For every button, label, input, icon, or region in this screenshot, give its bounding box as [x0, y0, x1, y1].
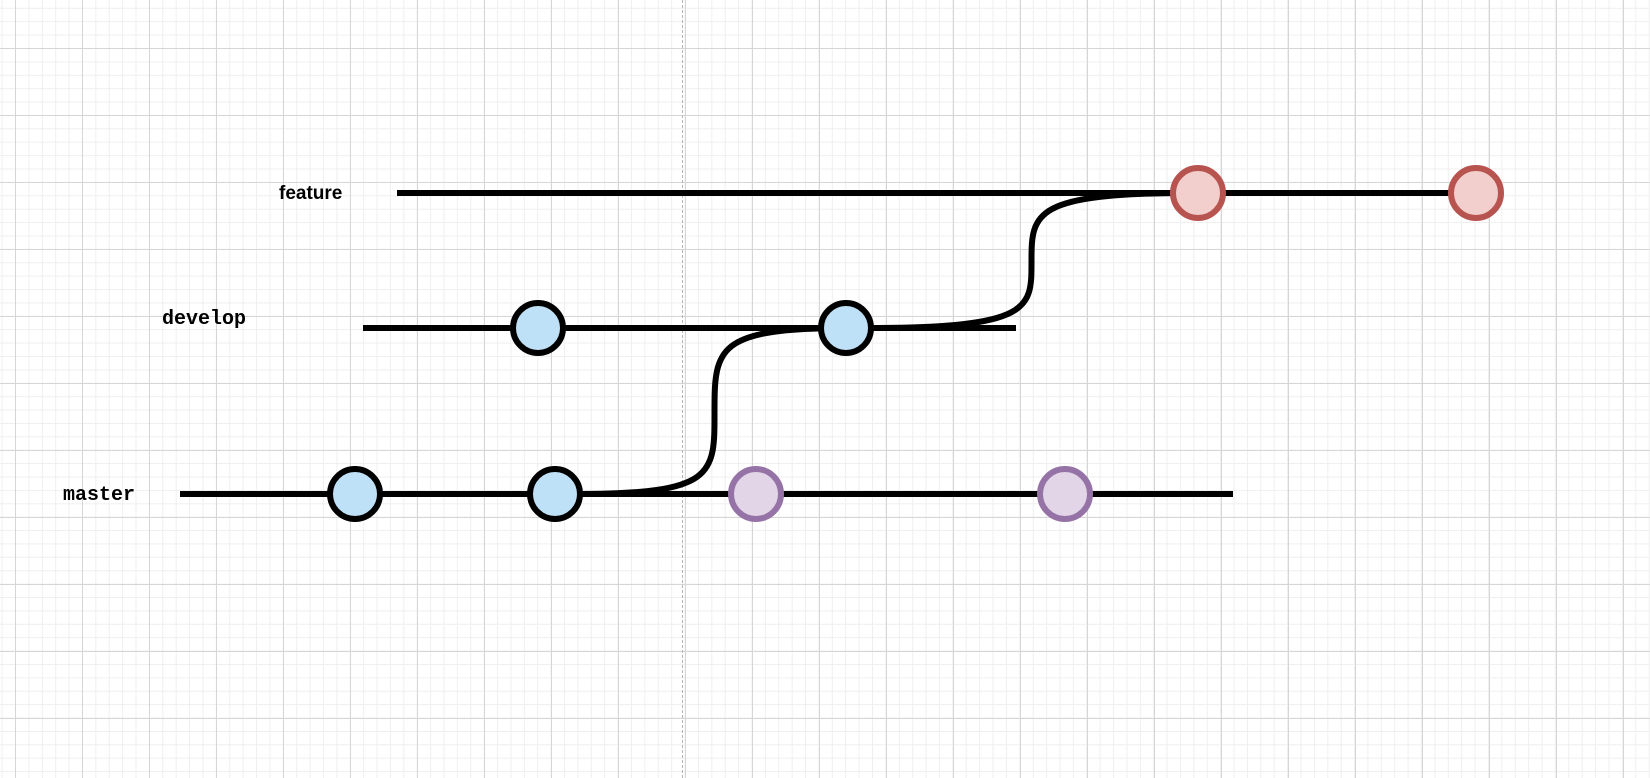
commit-node-develop-2[interactable] [818, 300, 874, 356]
commit-node-feature-1[interactable] [1170, 165, 1226, 221]
branch-label-develop: develop [162, 308, 247, 331]
commit-node-master-2[interactable] [527, 466, 583, 522]
page-guide-line [682, 0, 683, 778]
merge-curve-develop-feature [867, 190, 1192, 331]
commit-node-develop-1[interactable] [510, 300, 566, 356]
branch-label-feature: feature [279, 183, 343, 204]
commit-node-feature-2[interactable] [1448, 165, 1504, 221]
branch-label-master: master [63, 484, 136, 507]
commit-node-master-4[interactable] [1037, 466, 1093, 522]
commit-node-master-3[interactable] [728, 466, 784, 522]
commit-node-master-1[interactable] [327, 466, 383, 522]
merge-curve-master-develop [576, 325, 849, 497]
